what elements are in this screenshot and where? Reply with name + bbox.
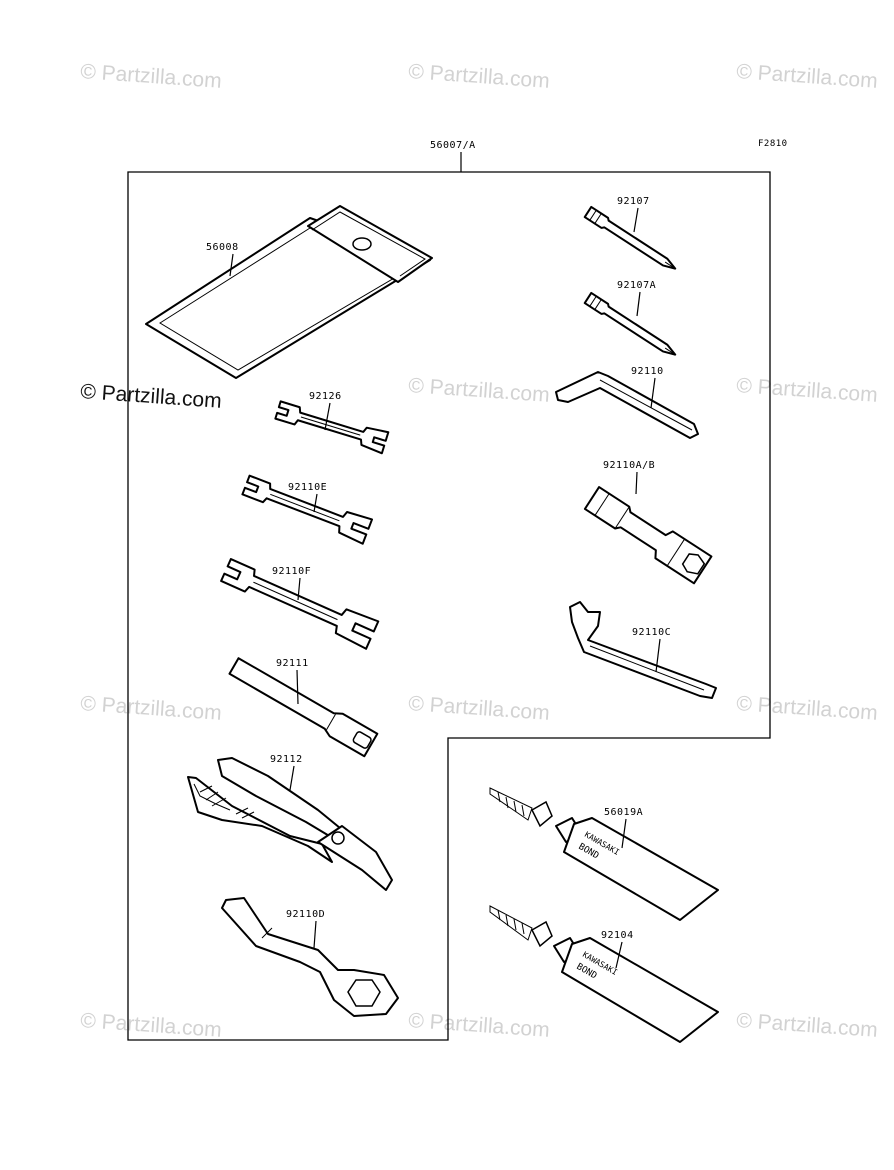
watermark: © Partzilla.com: [408, 374, 551, 407]
leader-92126: [324, 402, 331, 431]
watermark: © Partzilla.com: [80, 692, 223, 725]
leader-92110: [650, 377, 656, 409]
watermark: © Partzilla.com: [736, 60, 879, 93]
watermarks: © Partzilla.com © Partzilla.com © Partzi…: [80, 60, 879, 1042]
leader-92112: [289, 765, 295, 791]
open-end-wrench-icon: [220, 558, 380, 650]
leader-92104: [615, 941, 623, 969]
watermark: © Partzilla.com: [408, 1009, 551, 1042]
tool-pouch-icon: [145, 205, 433, 379]
snap-button-icon: [352, 237, 372, 251]
screwdriver-bit-icon: [583, 291, 677, 356]
kit-outline: [127, 171, 771, 1041]
leader-92111: [296, 669, 299, 705]
part-label-92110A-B: 92110A/B: [603, 460, 655, 471]
watermark-dark: © Partzilla.com: [80, 380, 223, 413]
figure-id: F2810: [758, 139, 788, 149]
part-label-92110E: 92110E: [288, 482, 327, 493]
leader-92110A-B: [635, 471, 638, 495]
kit-label: 56007/A: [430, 140, 476, 151]
part-label-92104: 92104: [601, 930, 634, 941]
part-label-92110: 92110: [631, 366, 664, 377]
open-end-wrench-icon: [274, 400, 390, 455]
watermark: © Partzilla.com: [408, 692, 551, 725]
pliers-icon: [187, 757, 393, 891]
leader-92107: [633, 207, 639, 233]
part-label-92107A: 92107A: [617, 280, 656, 291]
part-label-92126: 92126: [309, 391, 342, 402]
leader-92110C: [655, 638, 661, 673]
part-label-92110F: 92110F: [272, 566, 311, 577]
watermark: © Partzilla.com: [80, 60, 223, 93]
watermark: © Partzilla.com: [80, 1009, 223, 1042]
screwdriver-bit-icon: [583, 205, 677, 270]
plug-socket-wrench-icon: [583, 486, 713, 585]
leader-92110F: [297, 577, 301, 601]
hook-spanner-icon: [569, 601, 717, 699]
leader-56008: [229, 253, 234, 277]
part-label-92111: 92111: [276, 658, 309, 669]
screwdriver-handle-icon: [228, 657, 379, 758]
leader-92107A: [636, 291, 641, 317]
part-label-92112: 92112: [270, 754, 303, 765]
part-label-92110C: 92110C: [632, 627, 671, 638]
bond-tube-icon: KAWASAKI BOND: [489, 905, 719, 1043]
part-label-92110D: 92110D: [286, 909, 325, 920]
watermark: © Partzilla.com: [736, 374, 879, 407]
watermark: © Partzilla.com: [736, 1009, 879, 1042]
box-end-wrench-icon: [221, 897, 399, 1017]
leader-92110D: [313, 920, 317, 949]
hex-key-icon: [555, 371, 699, 439]
watermark: © Partzilla.com: [408, 60, 551, 93]
leader-92110E: [313, 493, 318, 513]
leader-56019A: [621, 818, 627, 849]
part-label-56019A: 56019A: [604, 807, 643, 818]
part-label-56008: 56008: [206, 242, 239, 253]
part-label-92107: 92107: [617, 196, 650, 207]
watermark: © Partzilla.com: [736, 692, 879, 725]
bond-tube-icon: KAWASAKI BOND: [489, 787, 719, 921]
open-end-wrench-icon: [241, 474, 374, 545]
